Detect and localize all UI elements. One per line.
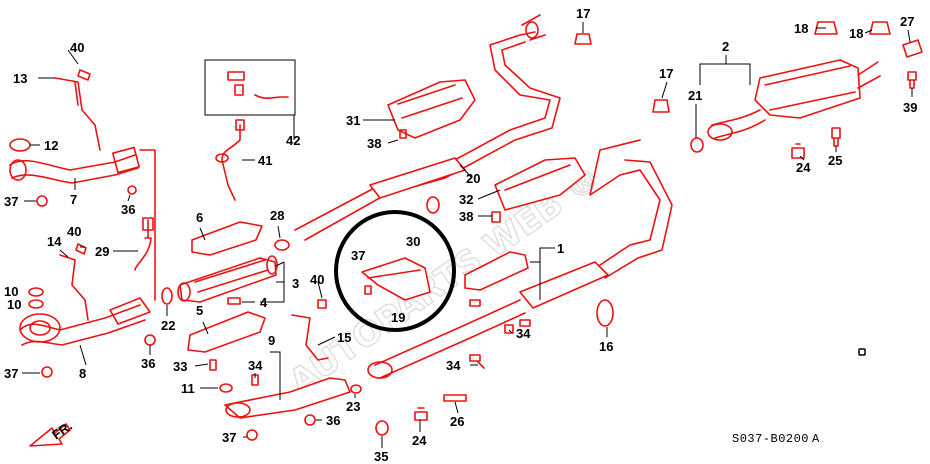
- label-p12[interactable]: 12: [44, 138, 58, 153]
- label-p19[interactable]: 19: [391, 310, 405, 325]
- label-p30[interactable]: 30: [406, 234, 420, 249]
- label-p17a[interactable]: 17: [576, 6, 590, 21]
- label-p18b[interactable]: 18: [849, 26, 863, 41]
- label-p37b[interactable]: 37: [4, 366, 18, 381]
- gasket-12-shape: [9, 138, 31, 152]
- highlight-circle: [334, 210, 456, 332]
- label-p10b[interactable]: 10: [7, 297, 21, 312]
- label-p18a[interactable]: 18: [794, 21, 808, 36]
- label-p27[interactable]: 27: [900, 14, 914, 29]
- hanger-16-shape: [596, 299, 614, 327]
- label-p15[interactable]: 15: [337, 330, 351, 345]
- leader-lines: [22, 22, 913, 448]
- label-p8[interactable]: 8: [79, 366, 86, 381]
- label-p10a[interactable]: 10: [4, 284, 18, 299]
- front-pipe-7-shape: [9, 154, 139, 184]
- rear-muffler-2-shape: [754, 59, 861, 119]
- label-p24a[interactable]: 24: [412, 433, 427, 448]
- label-p38b[interactable]: 38: [459, 209, 473, 224]
- label-p28[interactable]: 28: [270, 208, 284, 223]
- front-pipe-8-shape: [19, 304, 146, 346]
- label-p31[interactable]: 31: [346, 113, 360, 128]
- label-p32[interactable]: 32: [459, 192, 473, 207]
- label-p39[interactable]: 39: [903, 100, 917, 115]
- label-p29[interactable]: 29: [95, 244, 109, 259]
- label-p9[interactable]: 9: [268, 333, 275, 348]
- label-p25[interactable]: 25: [828, 153, 842, 168]
- heat-shield-32-shape: [494, 157, 586, 211]
- label-p14[interactable]: 14: [47, 234, 62, 249]
- label-p36a[interactable]: 36: [121, 202, 135, 217]
- label-p40c[interactable]: 40: [310, 272, 324, 287]
- pipe-9-shape: [224, 377, 351, 419]
- label-p37c[interactable]: 37: [222, 430, 236, 445]
- label-p38a[interactable]: 38: [367, 136, 381, 151]
- label-p16[interactable]: 16: [599, 339, 613, 354]
- label-p42[interactable]: 42: [286, 133, 300, 148]
- label-p34a[interactable]: 34: [248, 358, 263, 373]
- label-p34b[interactable]: 34: [516, 326, 531, 341]
- label-p13[interactable]: 13: [13, 71, 27, 86]
- label-p35[interactable]: 35: [374, 449, 388, 464]
- label-p24b[interactable]: 24: [796, 160, 811, 175]
- label-p34c[interactable]: 34: [446, 358, 461, 373]
- label-p36c[interactable]: 36: [326, 413, 340, 428]
- heat-shield-6-shape: [191, 221, 263, 256]
- label-p4[interactable]: 4: [260, 295, 268, 310]
- label-p5[interactable]: 5: [196, 303, 203, 318]
- main-pipe-1-shape: [374, 139, 673, 379]
- label-p40b[interactable]: 40: [67, 224, 81, 239]
- label-p1[interactable]: 1: [557, 241, 564, 256]
- corner-marker: [858, 348, 866, 356]
- label-p17b[interactable]: 17: [659, 66, 673, 81]
- label-p41[interactable]: 41: [258, 153, 272, 168]
- label-p2[interactable]: 2: [722, 39, 729, 54]
- diagram-code-suffix: A: [812, 432, 820, 446]
- heat-shield-30-shape: [361, 257, 431, 301]
- bracket-13-shape: [54, 77, 101, 151]
- label-p6[interactable]: 6: [196, 210, 203, 225]
- label-p3[interactable]: 3: [292, 276, 299, 291]
- label-p7[interactable]: 7: [70, 192, 77, 207]
- label-p23[interactable]: 23: [346, 399, 360, 414]
- diagram-code: S037-B0200: [732, 432, 809, 446]
- label-p40a[interactable]: 40: [70, 40, 84, 55]
- label-p22[interactable]: 22: [161, 318, 175, 333]
- label-p33[interactable]: 33: [173, 359, 187, 374]
- label-p26[interactable]: 26: [450, 414, 464, 429]
- label-p20[interactable]: 20: [466, 171, 480, 186]
- heat-shield-5-shape: [187, 311, 266, 353]
- label-p37a[interactable]: 37: [4, 194, 18, 209]
- part-labels: 40 13 12 37 7 36 14 40 29 10 10 37 8 36 …: [4, 6, 917, 464]
- label-p37d[interactable]: 37: [351, 248, 365, 263]
- front-direction-arrow-icon: [29, 423, 71, 447]
- label-p11[interactable]: 11: [181, 381, 195, 396]
- label-p36b[interactable]: 36: [141, 356, 155, 371]
- parts-artwork: [9, 14, 923, 447]
- label-p21[interactable]: 21: [688, 88, 702, 103]
